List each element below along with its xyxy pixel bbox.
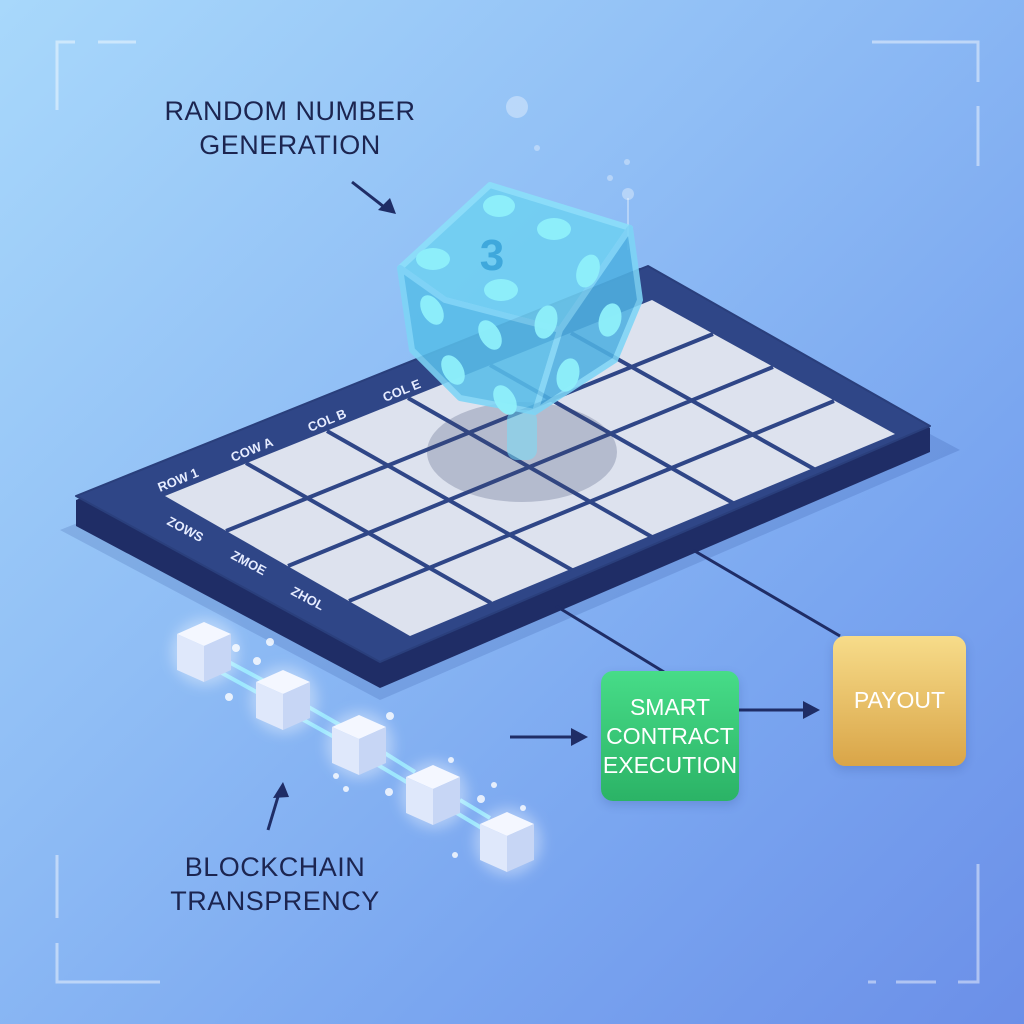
rng-label-line2: GENERATION	[199, 130, 381, 160]
block-2	[250, 666, 318, 734]
payout-label: PAYOUT	[853, 687, 946, 713]
block-4	[400, 761, 468, 829]
blocks	[171, 618, 542, 876]
blockchain-label-line2: TRANSPRENCY	[170, 886, 380, 916]
block-3	[326, 711, 394, 779]
arrow-to-contract-icon	[571, 728, 588, 746]
rng-label-line1: RANDOM NUMBER	[164, 96, 416, 126]
arrow-blockchain-icon	[273, 782, 289, 798]
arrow-rng-icon	[378, 198, 396, 214]
rng-label: RANDOM NUMBER GENERATION	[140, 94, 440, 162]
block-1	[171, 618, 239, 686]
dice-face-number: 3	[480, 231, 504, 280]
smart-contract-line1: SMART	[629, 693, 711, 720]
smart-contract-line2: CONTRACT	[606, 722, 734, 749]
smart-contract-line3: EXECUTION	[602, 751, 738, 778]
payout-box[interactable]: PAYOUT	[833, 636, 966, 766]
block-5	[474, 808, 542, 876]
arrow-to-payout-icon	[803, 701, 820, 719]
blockchain-label-line1: BLOCKCHAIN	[184, 852, 366, 882]
blockchain-label: BLOCKCHAIN TRANSPRENCY	[140, 850, 410, 918]
smart-contract-box[interactable]: SMART CONTRACT EXECUTION	[601, 671, 739, 801]
